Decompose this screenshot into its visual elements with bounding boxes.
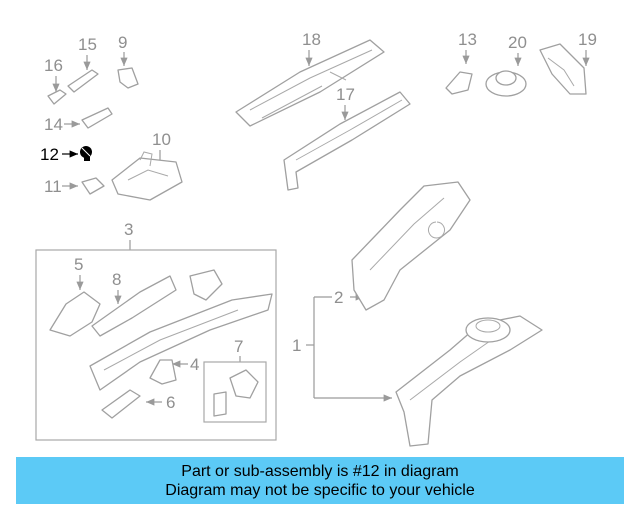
part-14-plate xyxy=(81,107,113,129)
part-label-16: 16 xyxy=(44,56,63,75)
part-label-9: 9 xyxy=(118,33,127,52)
part-label-18: 18 xyxy=(302,30,321,49)
callout-20[interactable]: 20 xyxy=(485,33,527,97)
part-10-bracket xyxy=(111,157,183,201)
part-13-bracket xyxy=(445,71,473,95)
part-label-11: 11 xyxy=(44,177,62,196)
part-16-clip xyxy=(47,89,67,105)
banner-line-part: Part or sub-assembly is #12 in diagram xyxy=(181,462,459,480)
part-label-15: 15 xyxy=(78,35,97,54)
part-label-17: 17 xyxy=(336,85,355,104)
callout-18[interactable]: 18 xyxy=(235,30,385,127)
part-label-5: 5 xyxy=(74,255,83,274)
part-2-wheelhouse xyxy=(351,181,471,311)
part-8-rail xyxy=(91,275,177,337)
part-label-10: 10 xyxy=(152,130,171,149)
part-8-cap xyxy=(189,269,223,301)
callout-16[interactable]: 16 xyxy=(44,56,67,105)
callout-5[interactable]: 5 xyxy=(49,255,101,337)
callout-3[interactable]: 3 xyxy=(35,220,277,441)
part-3-frame-member xyxy=(89,293,273,391)
callout-10[interactable]: 10 xyxy=(111,130,183,201)
callout-9[interactable]: 9 xyxy=(117,33,139,89)
callout-4[interactable]: 4 xyxy=(149,355,199,385)
sub-box-7 xyxy=(203,361,267,423)
callout-6[interactable]: 6 xyxy=(101,389,175,419)
part-label-2: 2 xyxy=(334,288,343,307)
banner-line-disclaimer: Diagram may not be specific to your vehi… xyxy=(165,481,475,499)
callout-14[interactable]: 14 xyxy=(44,107,113,134)
part-7-bracket xyxy=(229,369,259,399)
part-12-bolt xyxy=(80,146,92,161)
part-label-14: 14 xyxy=(44,115,63,134)
callout-17[interactable]: 17 xyxy=(283,85,411,191)
part-9-bracket xyxy=(117,67,139,89)
part-label-13: 13 xyxy=(458,30,477,49)
part-4-mount xyxy=(149,359,177,385)
part-6-reinforcement xyxy=(101,389,141,419)
part-1-spring-seat xyxy=(465,317,511,343)
part-label-19: 19 xyxy=(578,30,597,49)
part-5-bracket xyxy=(49,291,101,337)
callout-13[interactable]: 13 xyxy=(445,30,477,95)
part-label-4: 4 xyxy=(190,355,199,374)
part-20-grommet xyxy=(485,70,527,97)
part-11-clip xyxy=(81,177,105,195)
part-label-3: 3 xyxy=(124,220,133,239)
callout-15[interactable]: 15 xyxy=(67,35,99,93)
part-15-bracket xyxy=(67,69,99,93)
part-label-8: 8 xyxy=(112,270,121,289)
part-label-12: 12 xyxy=(40,145,59,164)
callout-19[interactable]: 19 xyxy=(539,30,597,95)
callout-7[interactable]: 7 xyxy=(203,337,267,423)
part-7-plate xyxy=(213,391,227,417)
part-label-7: 7 xyxy=(234,337,243,356)
part-17-rail xyxy=(283,91,411,191)
callout-8[interactable]: 8 xyxy=(91,269,223,337)
parts-diagram: 16 15 9 14 12 11 10 xyxy=(35,30,597,447)
part-label-6: 6 xyxy=(166,393,175,412)
part-label-1: 1 xyxy=(292,336,301,355)
part-label-20: 20 xyxy=(508,33,527,52)
sub-assembly-box xyxy=(35,249,277,441)
info-banner: Part or sub-assembly is #12 in diagram D… xyxy=(16,457,624,504)
callout-1[interactable]: 1 xyxy=(292,296,543,447)
callout-11[interactable]: 11 xyxy=(44,177,105,196)
callout-2[interactable]: 2 xyxy=(334,181,471,311)
callout-12[interactable]: 12 xyxy=(40,145,92,164)
